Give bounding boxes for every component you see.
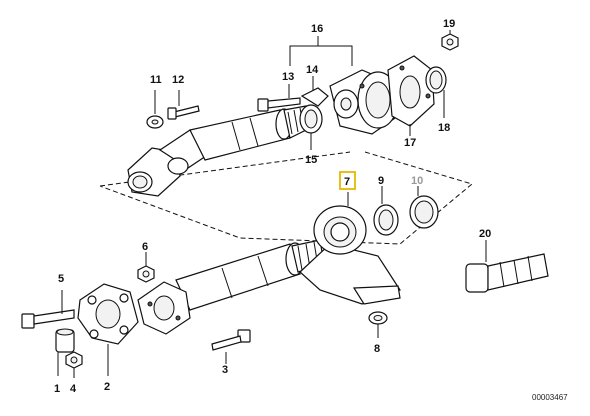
callout-18: 18 (438, 122, 450, 134)
part-14-retainer (300, 76, 329, 107)
diagram-code: 00003467 (532, 393, 568, 402)
callout-11: 11 (150, 74, 162, 86)
lower-drive-shaft (137, 239, 325, 335)
part-5-bolt (21, 290, 75, 329)
part-7-center-bearing (299, 192, 401, 305)
callout-20: 20 (479, 228, 491, 240)
callout-10: 10 (411, 175, 423, 187)
callout-16: 16 (311, 23, 323, 35)
part-10-ring (409, 186, 439, 229)
part-6-nut (137, 252, 155, 283)
callout-19: 19 (443, 18, 455, 30)
callout-14: 14 (306, 64, 319, 76)
part-19-nut (441, 30, 459, 51)
part-1-bushing (55, 328, 75, 376)
part-11-washer (146, 90, 164, 129)
callout-6: 6 (142, 241, 148, 253)
callout-12: 12 (172, 74, 184, 86)
part-20-grease-tube (465, 240, 549, 293)
callout-13: 13 (282, 71, 294, 83)
callout-4: 4 (70, 383, 77, 395)
callout-3: 3 (222, 364, 228, 376)
callout-1: 1 (54, 383, 60, 395)
part-4-nut (65, 351, 83, 378)
part-8-grommet (368, 311, 388, 338)
callout-7-highlight-box (339, 171, 356, 190)
part-18-circlip (425, 66, 447, 118)
callout-2: 2 (104, 381, 110, 393)
part-9-ring (373, 186, 399, 236)
part-17-flange-plate (387, 55, 435, 136)
callout-8: 8 (374, 343, 380, 355)
callout-15: 15 (305, 154, 317, 166)
callout-5: 5 (58, 273, 64, 285)
part-2-flex-disc (77, 283, 139, 376)
callout-9: 9 (378, 175, 384, 187)
callout-7: 7 (344, 176, 350, 188)
callout-17: 17 (404, 137, 416, 149)
part-16-bracket-line (289, 36, 353, 66)
part-13-bolt (257, 84, 301, 112)
part-15-seal-ring (299, 104, 323, 150)
part-16-flex-housing (329, 69, 399, 135)
callout-labels: 1 2 3 4 5 6 7 8 9 10 11 12 13 14 15 16 1… (54, 18, 491, 395)
part-3-bolt (211, 329, 251, 364)
part-12-bolt (167, 90, 200, 120)
